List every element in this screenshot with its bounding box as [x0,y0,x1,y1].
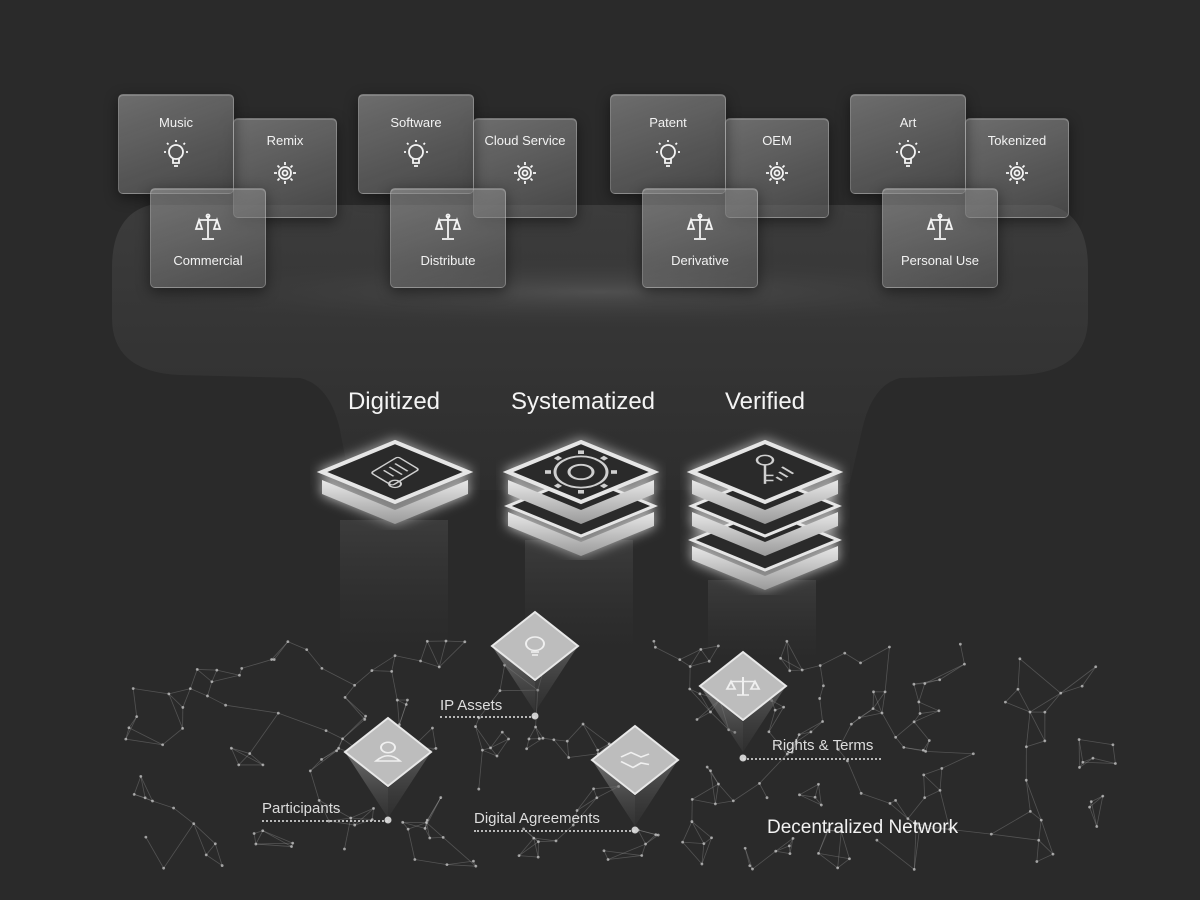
gear-icon [1000,156,1034,190]
card-software: Software [358,94,474,194]
label-ip-assets: IP Assets [440,697,503,714]
lightbulb-icon [399,138,433,172]
card-oem: OEM [725,118,829,218]
card-label: Software [390,115,442,130]
scale-icon [431,211,465,245]
card-distribute: Distribute [390,188,506,288]
card-music: Music [118,94,234,194]
card-label: Commercial [173,253,243,268]
node-rights-terms [698,650,788,762]
card-label: Distribute [420,253,476,268]
stack-verified [686,439,844,590]
scale-icon [191,211,225,245]
underline-participants [262,820,388,822]
card-derivative: Derivative [642,188,758,288]
stage-title-digitized: Digitized [347,388,441,415]
gear-icon [268,156,302,190]
label-rights-terms: Rights & Terms [772,737,874,754]
card-personal-use: Personal Use [882,188,998,288]
person-icon [373,741,403,762]
label-participants: Participants [262,800,341,817]
card-label: Art [899,115,917,130]
node-digital-agreements [590,724,680,834]
card-label: Cloud Service [484,133,566,148]
gear-icon [545,450,617,494]
gear-icon [760,156,794,190]
lightbulb-icon [891,138,925,172]
card-patent: Patent [610,94,726,194]
scale-icon [683,211,717,245]
underline-rights-terms [743,758,881,760]
node-ip-assets [490,610,580,720]
network-title: Decentralized Network [767,817,959,838]
document-icon [371,456,419,489]
card-label: Music [159,115,193,130]
lightbulb-icon [159,138,193,172]
card-label: Personal Use [900,253,980,268]
lightbulb-icon [651,138,685,172]
underline-ip-assets [440,716,535,718]
key-icon [755,454,795,484]
scale-icon [725,677,761,696]
card-commercial: Commercial [150,188,266,288]
underline-digital-agreements [474,830,635,832]
card-label: Patent [649,115,687,130]
scale-icon [923,211,957,245]
card-label: OEM [762,133,792,148]
stack-digitized [316,439,474,524]
gear-icon [508,156,542,190]
stage-title-systematized: Systematized [510,388,656,415]
stack-systematized [502,439,660,556]
card-label: Derivative [671,253,729,268]
stage-title-verified: Verified [724,388,806,415]
card-art: Art [850,94,966,194]
card-label: Tokenized [987,133,1047,148]
lightbulb-icon [525,636,545,656]
card-label: Remix [266,133,304,148]
label-digital-agreements: Digital Agreements [474,810,600,827]
handshake-icon [620,751,650,769]
node-participants [343,716,433,824]
